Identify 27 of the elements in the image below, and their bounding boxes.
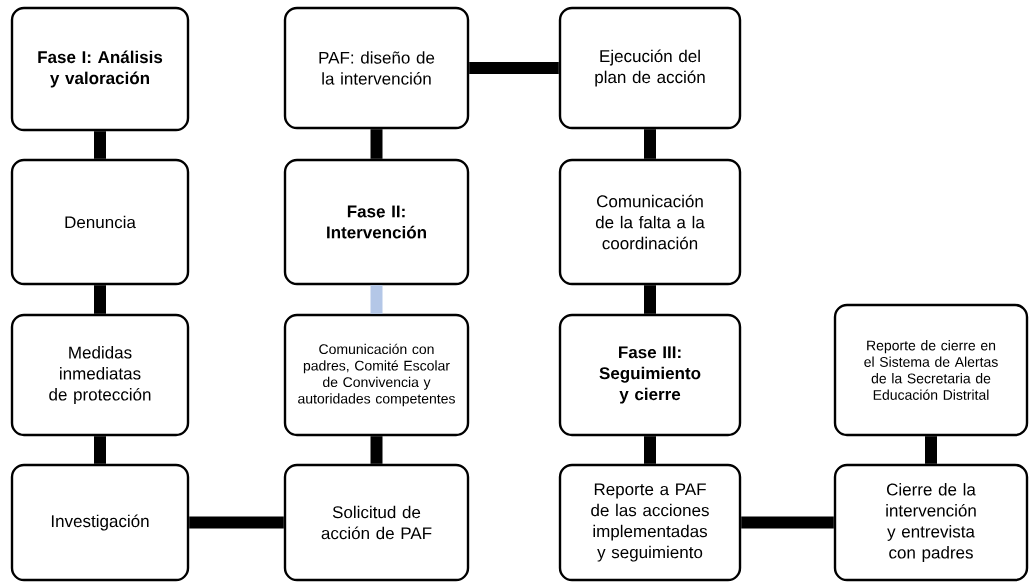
connector [370, 436, 383, 464]
step-box: Solicitud de acción de PAF [283, 463, 470, 582]
connector [925, 436, 937, 464]
step-box: Ejecución del plan de acción [558, 6, 742, 130]
connector [189, 516, 284, 529]
phase-box: Fase III: Seguimiento y cierre [558, 313, 742, 437]
step-box: Cierre de la intervención y entrevista con padres [833, 463, 1029, 582]
step-box: Medidas inmediatas de protección [10, 313, 190, 437]
step-box: Comunicación de la falta a la coordinación [558, 158, 742, 286]
connector [644, 436, 656, 464]
phase-box: Fase II: Intervención [283, 158, 470, 286]
step-box: Comunicación con padres, Comité Escolar de Convivencia y autoridades competentes [283, 313, 470, 437]
connector [94, 285, 106, 314]
connector [644, 129, 656, 159]
connector [370, 129, 383, 159]
phase-box: Fase I: Análisis y valoración [10, 6, 190, 132]
step-box: Reporte de cierre en el Sistema de Alertas de la Secretaria de Educación Distrital [833, 303, 1029, 437]
connector [469, 62, 559, 74]
connector [370, 285, 383, 314]
step-box: Reporte a PAF de las acciones implementadas y seguimiento [558, 463, 742, 582]
connector [94, 131, 106, 159]
step-box: Denuncia [10, 158, 190, 286]
step-box: Investigación [10, 463, 190, 582]
connector [741, 516, 834, 529]
connector [94, 436, 106, 464]
step-box: PAF: diseño de la intervención [283, 6, 470, 130]
connector [644, 285, 656, 314]
